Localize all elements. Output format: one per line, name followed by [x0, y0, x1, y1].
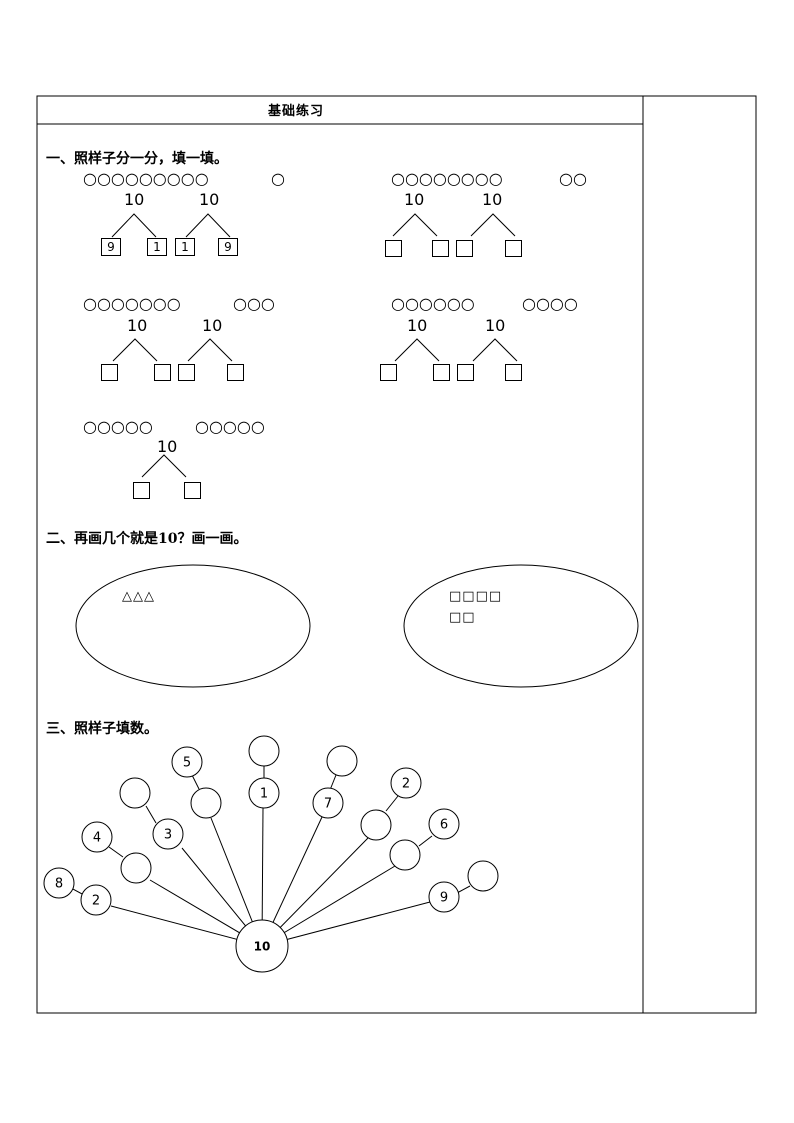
circle-row-right: ○: [271, 169, 285, 188]
fan-circle-empty[interactable]: [248, 735, 280, 767]
fan-circle: [152, 818, 184, 850]
ten-label: 10: [124, 190, 145, 209]
answer-box: 1: [175, 238, 195, 256]
answer-box[interactable]: [457, 364, 474, 381]
section-2-heading: 二、再画几个就是10？画一画。: [46, 531, 248, 547]
fan-circle-empty[interactable]: [190, 787, 222, 819]
center-number: 10: [254, 940, 271, 954]
fan-circle: [171, 746, 203, 778]
answer-box[interactable]: [101, 364, 118, 381]
worksheet-title: 基础练习: [268, 104, 325, 119]
fan-circle-empty[interactable]: [326, 745, 358, 777]
answer-box[interactable]: [133, 482, 150, 499]
fan-circle: [248, 777, 280, 809]
ten-label: 10: [157, 437, 178, 456]
fan-circle-empty[interactable]: [467, 860, 499, 892]
fan-circle-empty[interactable]: [120, 852, 152, 884]
fan-number: 4: [93, 831, 101, 846]
fan-circle: [312, 787, 344, 819]
circle-row-right: ○○○○: [522, 294, 578, 313]
fan-number: 6: [440, 818, 448, 833]
fan-circle-empty[interactable]: [389, 839, 421, 871]
ten-label: 10: [202, 316, 223, 335]
answer-box: 9: [218, 238, 238, 256]
ten-label: 10: [404, 190, 425, 209]
ten-label: 10: [127, 316, 148, 335]
section-1-heading: 一、照样子分一分，填一填。: [46, 151, 228, 167]
fan-circle: [390, 767, 422, 799]
fan-circle-empty[interactable]: [360, 809, 392, 841]
fan-circle: [80, 884, 112, 916]
fan-circle-empty[interactable]: [119, 777, 151, 809]
section-3-heading: 三、照样子填数。: [46, 721, 158, 737]
answer-box[interactable]: [432, 240, 449, 257]
ten-label: 10: [407, 316, 428, 335]
answer-box[interactable]: [184, 482, 201, 499]
answer-box[interactable]: [456, 240, 473, 257]
fan-circle: [428, 881, 460, 913]
fan-number: 8: [55, 877, 63, 892]
circle-row-right: ○○: [559, 169, 587, 188]
answer-box[interactable]: [178, 364, 195, 381]
fan-number: 5: [183, 756, 191, 771]
ten-label: 10: [482, 190, 503, 209]
fan-number: 2: [402, 777, 410, 792]
circle-row-left: ○○○○○○: [391, 294, 475, 313]
triangle-shapes: △△△: [122, 589, 155, 604]
circle-row-left: ○○○○○○○○: [391, 169, 503, 188]
answer-box[interactable]: [227, 364, 244, 381]
circle-row-left: ○○○○○○○○○: [83, 169, 209, 188]
answer-box[interactable]: [154, 364, 171, 381]
circle-row-right: ○○○: [233, 294, 275, 313]
fan-number: 3: [164, 828, 172, 843]
answer-box[interactable]: [380, 364, 397, 381]
fan-circle: [81, 821, 113, 853]
ten-label: 10: [199, 190, 220, 209]
fan-circle: [428, 808, 460, 840]
center-circle: [235, 919, 289, 973]
answer-box[interactable]: [433, 364, 450, 381]
ten-label: 10: [485, 316, 506, 335]
answer-box: 1: [147, 238, 167, 256]
answer-box[interactable]: [385, 240, 402, 257]
fan-number: 2: [92, 894, 100, 909]
circle-row-left: ○○○○○○○: [83, 294, 181, 313]
circle-row-left: ○○○○○: [83, 417, 153, 436]
fan-number: 7: [324, 797, 332, 812]
answer-box[interactable]: [505, 240, 522, 257]
fan-number: 9: [440, 891, 448, 906]
square-shapes-row-2: □□: [449, 610, 476, 625]
answer-box[interactable]: [505, 364, 522, 381]
square-shapes-row-1: □□□□: [449, 589, 503, 604]
circle-row-right: ○○○○○: [195, 417, 265, 436]
fan-circle: [43, 867, 75, 899]
answer-box: 9: [101, 238, 121, 256]
fan-number: 1: [260, 787, 268, 802]
